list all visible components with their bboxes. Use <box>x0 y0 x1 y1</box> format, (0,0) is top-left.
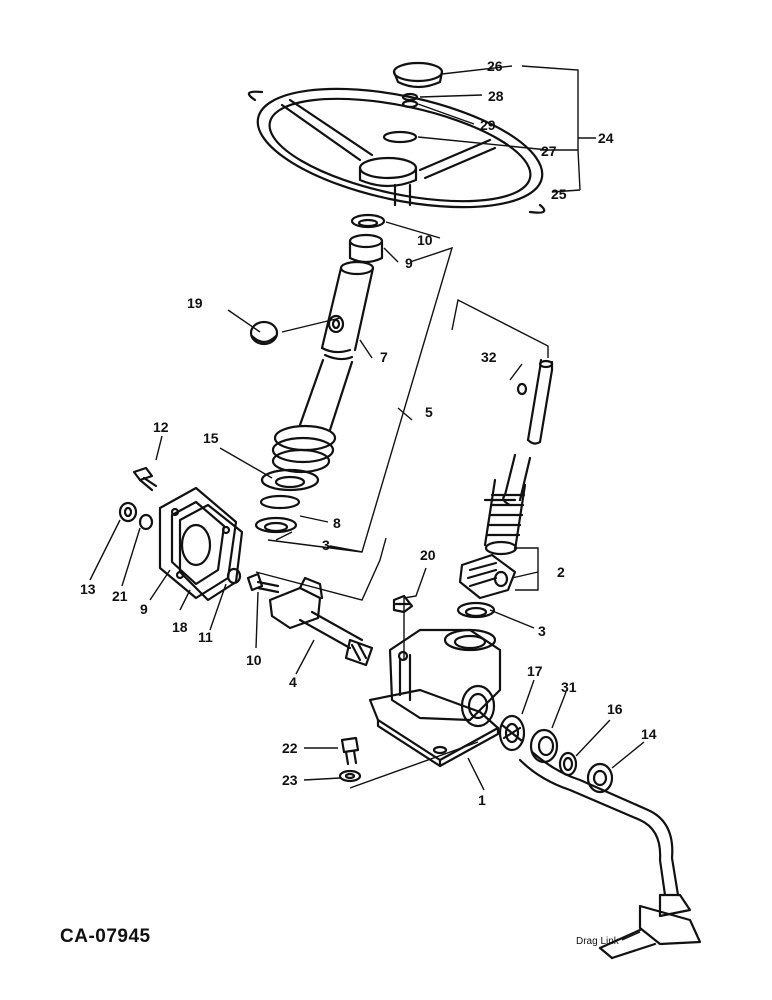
bearing-worm <box>456 601 496 619</box>
side-cover <box>158 486 238 600</box>
callout-4: 4 <box>289 674 297 690</box>
callout-12: 11 <box>198 629 213 645</box>
o-ring <box>259 494 301 510</box>
callout-11: 10 <box>246 652 262 668</box>
bolt-13 <box>132 466 158 492</box>
sector-shaft <box>268 576 374 667</box>
leader-lines <box>89 65 645 941</box>
bushing <box>348 233 384 264</box>
callout-1: 1 <box>478 792 486 808</box>
callout-labels: 26 28 29 24 27 25 10 9 19 7 32 5 12 15 8… <box>80 58 657 808</box>
drag-link-label: Drag Link <box>576 936 620 947</box>
diagram-code: CA-07945 <box>60 926 151 947</box>
bearing-lower <box>254 516 298 534</box>
nut-15 <box>586 762 614 794</box>
steering-wheel <box>247 87 546 214</box>
pitman-arm <box>518 750 692 918</box>
callout-8: 9 <box>405 255 413 271</box>
seal-31 <box>529 728 559 764</box>
callout-3-lower: 3 <box>538 623 546 639</box>
callout-17: 16 <box>607 701 623 717</box>
callout-21: 19 <box>187 295 203 311</box>
snap-ring-worm <box>516 382 528 396</box>
drag-link <box>598 904 702 960</box>
nut-14 <box>118 501 138 523</box>
plug <box>249 320 279 346</box>
adjusting-screw <box>246 572 280 594</box>
lock-washer-22 <box>138 513 154 531</box>
worm-gear <box>483 478 527 556</box>
callout-6: 7 <box>380 349 388 365</box>
callout-29: 28 <box>488 88 504 104</box>
bearing-18 <box>498 714 526 752</box>
nut-12 <box>226 567 242 585</box>
callout-32: 32 <box>481 349 497 365</box>
horn-cap <box>392 61 444 89</box>
callout-16: 15 <box>203 430 219 446</box>
callout-18: 17 <box>527 663 543 679</box>
ball-nut <box>458 553 517 600</box>
callout-27: 26 <box>487 58 503 74</box>
bolt-23 <box>340 736 360 766</box>
adjusting-nut <box>260 468 320 492</box>
callout-13: 12 <box>153 419 169 435</box>
callout-15: 14 <box>641 726 657 742</box>
callout-30: 29 <box>480 117 496 133</box>
callout-20: 20 <box>420 547 436 563</box>
callout-22: 21 <box>112 588 128 604</box>
callout-23: 22 <box>282 740 298 756</box>
washer-24 <box>338 769 362 783</box>
callout-3-upper: 3 <box>322 537 330 553</box>
callout-28: 27 <box>541 143 557 159</box>
callout-24: 23 <box>282 772 298 788</box>
callout-31: 31 <box>561 679 577 695</box>
callout-14: 13 <box>80 581 96 597</box>
gear-housing <box>368 628 502 768</box>
callout-2: 2 <box>557 564 565 580</box>
callout-5: 5 <box>425 404 433 420</box>
fitting <box>392 594 414 614</box>
steering-column-tube <box>271 260 375 474</box>
callout-25: 24 <box>598 130 614 146</box>
callout-7: 8 <box>333 515 341 531</box>
callout-10: 9 <box>140 601 148 617</box>
callout-9: 10 <box>417 232 433 248</box>
snap-ring <box>382 130 418 144</box>
bearing-top <box>350 213 386 229</box>
callout-19: 18 <box>172 619 188 635</box>
nut <box>401 92 419 109</box>
callout-26: 25 <box>551 186 567 202</box>
